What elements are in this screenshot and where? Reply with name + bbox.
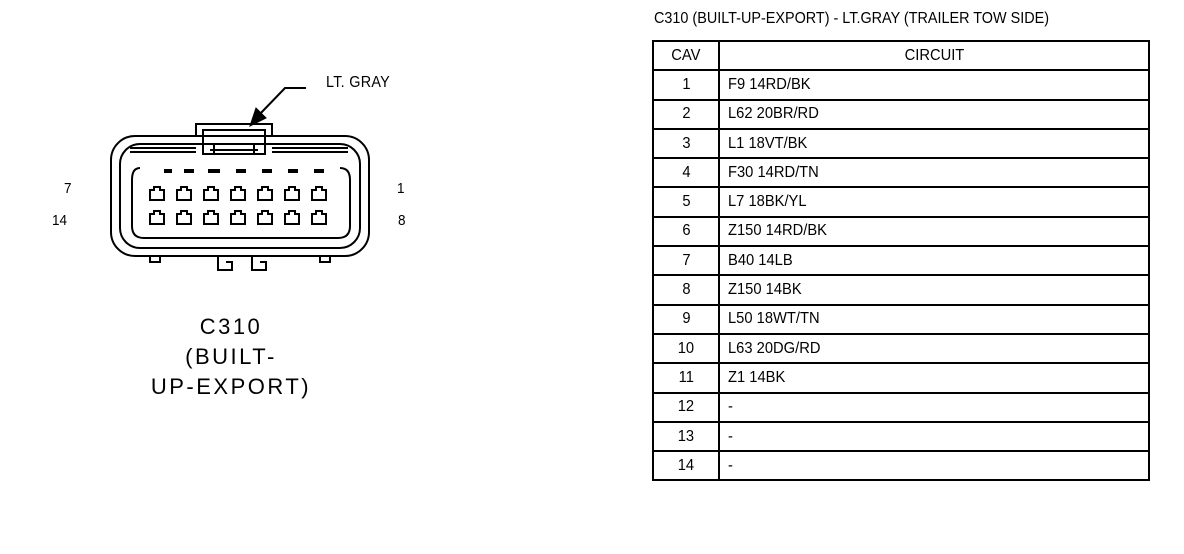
- circuit-cell: L62 20BR/RD: [718, 98, 1150, 130]
- table-header-row: CAV CIRCUIT: [652, 39, 1150, 72]
- cav-cell: 11: [652, 362, 720, 394]
- connector-housing-inner: [119, 143, 361, 249]
- cav-cell: 3: [652, 127, 720, 160]
- connector-face-diagram: [110, 87, 370, 271]
- circuit-cell: B40 14LB: [718, 245, 1150, 277]
- cav-cell: 9: [652, 303, 720, 335]
- pin-label-top-right: 1: [397, 180, 405, 197]
- table-row: 14-: [652, 450, 1150, 482]
- cav-cell: 5: [652, 186, 720, 218]
- pin-label-top-left: 7: [64, 180, 72, 197]
- circuit-cell: L1 18VT/BK: [718, 127, 1150, 160]
- circuit-cell: Z150 14RD/BK: [718, 215, 1150, 248]
- cav-cell: 10: [652, 332, 720, 365]
- cav-cell: 14: [652, 450, 720, 482]
- circuit-cell: -: [718, 450, 1150, 482]
- cav-cell: 13: [652, 420, 720, 453]
- pin-label-bottom-right: 8: [398, 212, 406, 229]
- connector-latch: [195, 123, 273, 136]
- circuit-cell: L63 20DG/RD: [718, 332, 1150, 365]
- cav-cell: 8: [652, 274, 720, 306]
- circuit-cell: F9 14RD/BK: [718, 69, 1150, 101]
- circuit-cell: Z150 14BK: [718, 274, 1150, 306]
- header-circuit: CIRCUIT: [718, 39, 1150, 72]
- circuit-cell: Z1 14BK: [718, 362, 1150, 394]
- cav-cell: 12: [652, 391, 720, 423]
- header-cav: CAV: [652, 39, 720, 72]
- table-row: 13-: [652, 420, 1150, 453]
- color-label-leader-line: [257, 87, 306, 117]
- connector-caption: C310 (BUILT- UP-EXPORT): [120, 312, 342, 402]
- connector-color-label: LT. GRAY: [326, 74, 391, 91]
- cav-cell: 7: [652, 245, 720, 277]
- cav-cell: 1: [652, 69, 720, 101]
- cav-cell: 4: [652, 157, 720, 189]
- table-row: 12-: [652, 391, 1150, 423]
- connector-housing-outer: [110, 135, 370, 257]
- table-title: C310 (BUILT-UP-EXPORT) - LT.GRAY (TRAILE…: [654, 10, 1050, 27]
- leader-arrowhead: [249, 107, 267, 127]
- cav-cell: 2: [652, 98, 720, 130]
- circuit-cell: F30 14RD/TN: [718, 157, 1150, 189]
- circuit-cell: L7 18BK/YL: [718, 186, 1150, 218]
- pin-label-bottom-left: 14: [52, 212, 68, 229]
- circuit-cell: L50 18WT/TN: [718, 303, 1150, 335]
- cav-cell: 6: [652, 215, 720, 248]
- caption-line: (BUILT-: [185, 344, 277, 369]
- caption-line: UP-EXPORT): [150, 374, 312, 399]
- circuit-cell: -: [718, 391, 1150, 423]
- caption-line: C310: [199, 314, 263, 339]
- circuit-cell: -: [718, 420, 1150, 453]
